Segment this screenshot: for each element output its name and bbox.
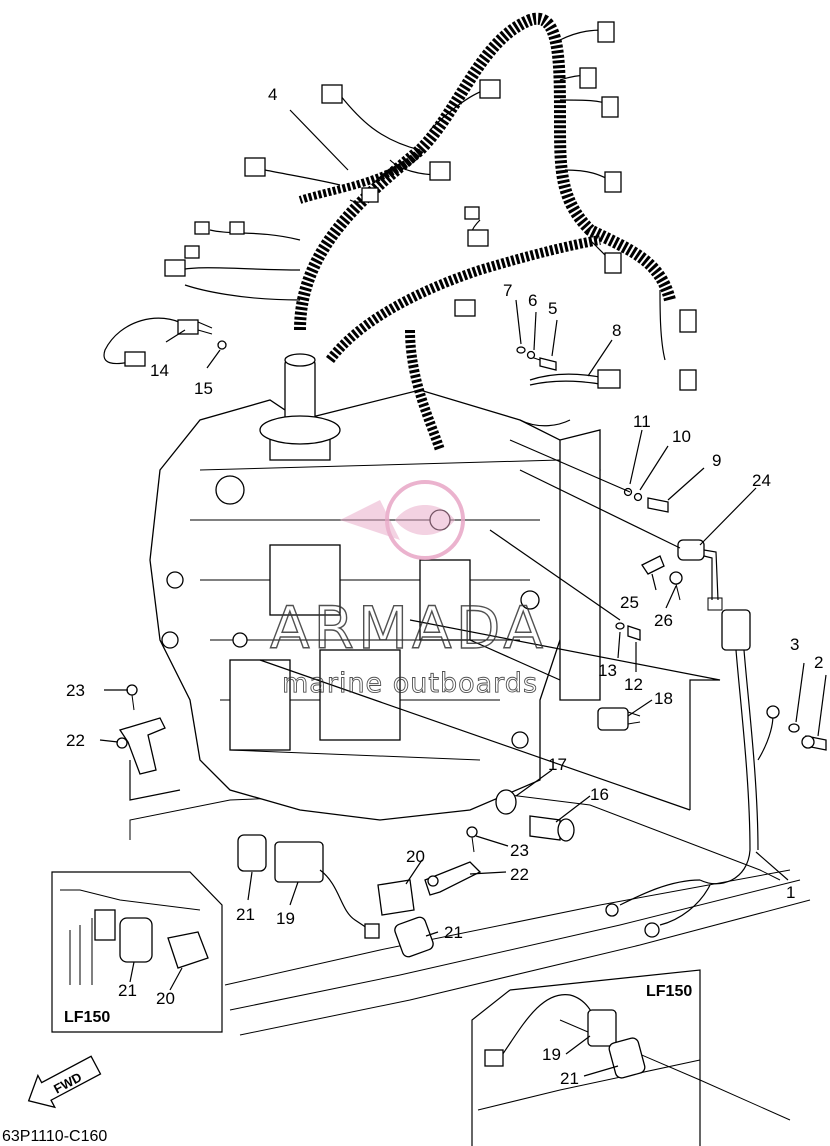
grommet-21-inset [119,917,153,963]
switch-19 [274,841,380,939]
callout-24: 24 [752,471,771,490]
holder-20-inset [167,931,209,969]
holder-20 [377,879,415,916]
callout-13: 13 [598,661,617,680]
callout-numbers: 4 7 6 5 8 14 15 11 10 9 24 25 26 13 12 3… [66,85,823,1088]
watermark-logo-icon [340,480,465,560]
callout-3: 3 [790,635,799,654]
callout-21-inset: 21 [118,981,137,1000]
callout-19-inset: 19 [542,1045,561,1064]
callout-26: 26 [654,611,673,630]
inset-right-label: LF150 [646,983,692,1000]
callout-8: 8 [612,321,621,340]
leader-lines [99,109,827,937]
bolt-23-left [126,684,138,711]
bracket-22-right [424,861,482,896]
callout-7: 7 [503,281,512,300]
grommet-21b [394,916,434,958]
callout-5: 5 [548,299,557,318]
battery-cable-1 [605,609,780,938]
callout-18: 18 [654,689,673,708]
harness-connectors [164,21,697,391]
callout-23b: 23 [510,841,529,860]
watermark-tagline: marine outboards [282,668,538,699]
watermark-brand: ARMADA [270,594,547,662]
clamp-25 [641,555,665,575]
callout-11: 11 [633,412,651,431]
bolt-23-right [466,826,478,853]
sensor-16 [529,815,575,842]
crankshaft-post [259,353,341,445]
inset-left [51,871,223,1033]
engine-block [149,389,601,821]
diagram-code: 63P1110-C160 [2,1128,107,1145]
inset-right [471,969,701,1146]
grommet-21-inset-right [608,1037,646,1079]
grommet-17 [495,789,517,815]
bracket-22-left [116,717,166,775]
callout-21-inset-right: 21 [560,1069,579,1088]
sensor-24 [677,539,723,611]
callout-15: 15 [194,379,213,398]
callout-21b: 21 [444,923,463,942]
callout-19: 19 [276,909,295,928]
callout-25: 25 [620,593,639,612]
callout-20-inset: 20 [156,989,175,1008]
callout-14: 14 [150,361,169,380]
washer-15 [217,340,227,350]
bottom-cowling [129,789,811,1121]
inset-left-label: LF150 [64,1009,110,1026]
callout-22b: 22 [510,865,529,884]
callout-23: 23 [66,681,85,700]
grommet-21 [237,834,267,872]
bolt-12 [627,625,641,641]
switch-19-inset [587,1009,617,1047]
callout-1: 1 [786,883,795,902]
fwd-label: FWD [51,1069,84,1096]
callout-4: 4 [268,85,277,104]
callout-10: 10 [672,427,691,446]
callout-2: 2 [814,653,823,672]
callout-22: 22 [66,731,85,750]
callout-17: 17 [548,755,567,774]
washer-10 [633,492,643,502]
callout-6: 6 [528,291,537,310]
callout-16: 16 [590,785,609,804]
callout-12: 12 [624,675,643,694]
sensor-14 [103,317,213,367]
callout-21: 21 [236,905,255,924]
fwd-arrow: FWD [27,1055,102,1109]
washer-6 [526,350,536,360]
washer-3 [788,723,800,733]
callout-20: 20 [406,847,425,866]
sensor-18 [597,707,641,731]
watermark: ARMADA marine outboards [269,480,547,699]
bolt-2 [801,735,827,751]
connector-inset [484,1049,504,1067]
washer-7 [516,346,526,354]
bolt-26 [669,571,683,601]
bolt-9 [647,497,669,513]
lead-8 [519,369,621,427]
washer-13 [615,622,625,630]
callout-9: 9 [712,451,721,470]
